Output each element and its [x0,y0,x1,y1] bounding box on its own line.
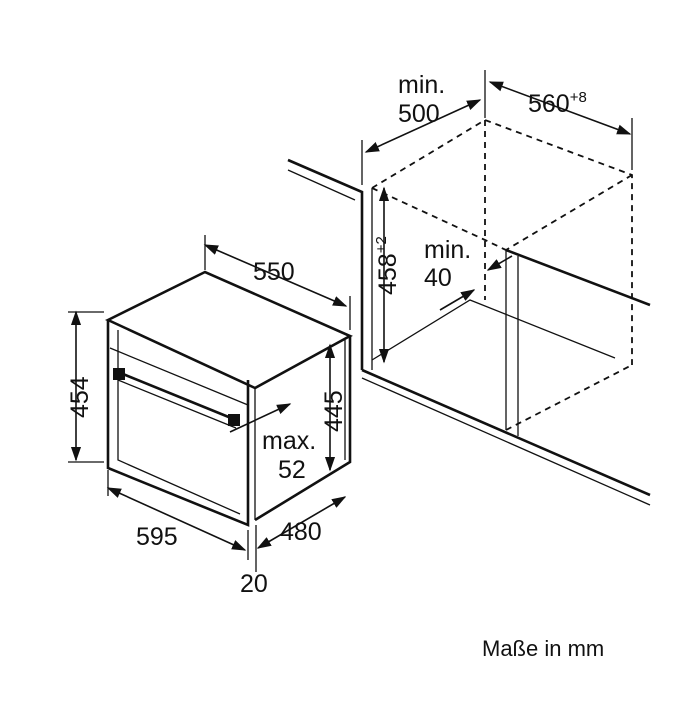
max-value: 52 [278,456,306,484]
dimension-lines [68,70,633,572]
depth-label: 480 [280,518,322,546]
niche-min-value: 500 [398,100,440,128]
niche-width-label: 560+8 [528,89,587,118]
vent-min-label: min. [424,236,471,264]
niche-width-value: 560 [528,90,570,118]
oven-front-height-label: 445 [320,390,348,432]
oven-body [104,270,353,527]
vent-min-value: 40 [424,264,452,292]
oven-height-label: 454 [66,376,94,418]
front-width-label: 595 [136,523,178,551]
units-caption: Maße in mm [482,636,604,661]
niche-width-tolerance: +8 [570,89,587,106]
max-label: max. [262,427,316,455]
niche-height-label: 458+2 [373,236,402,295]
cabinet-niche [287,119,651,506]
oven-width-label: 550 [253,258,295,286]
niche-height-tolerance: +2 [373,236,390,253]
niche-height-value: 458 [374,253,402,295]
niche-min-label: min. [398,71,445,99]
panel-offset-label: 20 [240,570,268,598]
